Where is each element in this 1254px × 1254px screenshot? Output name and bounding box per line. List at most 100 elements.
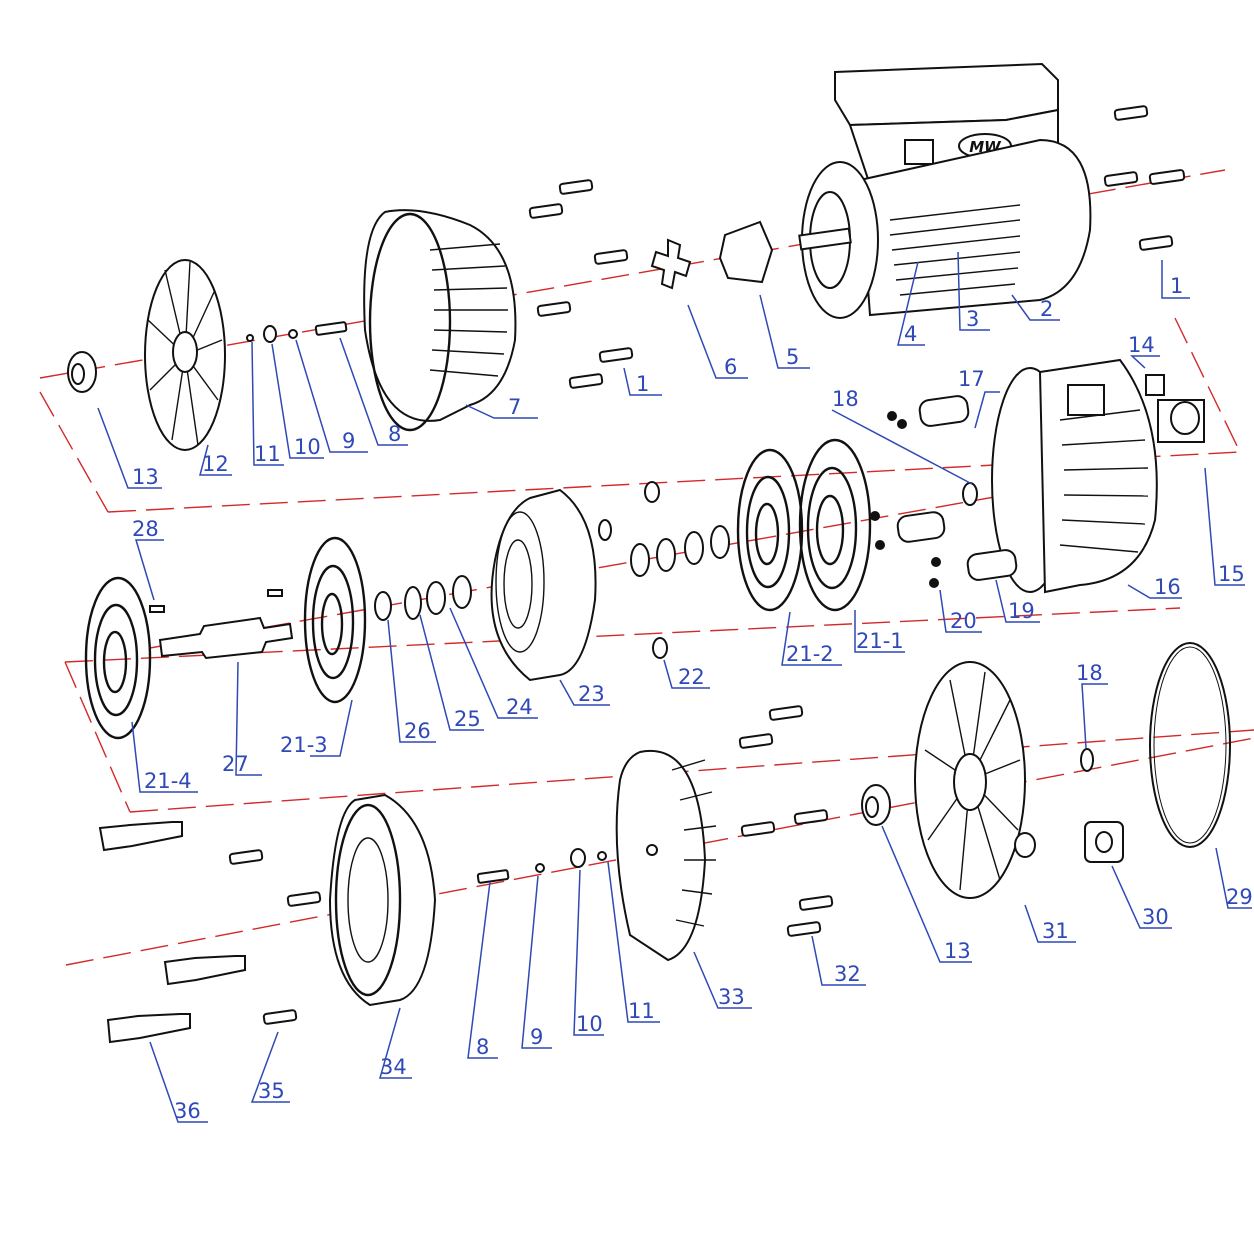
screw <box>1103 171 1139 187</box>
label-9-upper: 9 <box>342 429 355 453</box>
front-cover-34 <box>328 793 437 1007</box>
screw <box>528 203 564 219</box>
studs-36 <box>98 821 246 1044</box>
label-31: 31 <box>1042 919 1069 943</box>
label-2: 2 <box>1040 297 1053 321</box>
plug-14 <box>1145 374 1165 396</box>
label-27: 27 <box>222 752 249 776</box>
label-11-lower: 11 <box>628 999 655 1023</box>
label-21-3: 21-3 <box>280 733 328 757</box>
ring <box>598 519 612 541</box>
label-22: 22 <box>678 665 705 689</box>
screw <box>262 1009 298 1025</box>
ring <box>652 637 668 659</box>
ring <box>630 543 650 577</box>
label-14: 14 <box>1128 333 1155 357</box>
washer-9 <box>535 863 545 873</box>
boundary-middle-bottom <box>129 729 1254 813</box>
spring-19a <box>896 511 946 543</box>
key-28 <box>267 589 283 597</box>
eccentric-shaft-27 <box>158 616 294 660</box>
rings-22 <box>598 481 730 659</box>
lower-hardware <box>476 848 607 884</box>
orbiting-scroll-wrap <box>495 511 545 653</box>
screw <box>228 849 264 865</box>
scroll-plate-21-1 <box>798 438 872 612</box>
o-ring <box>1149 642 1231 848</box>
bearing-inner <box>71 363 85 385</box>
reducer-housing <box>991 358 1158 594</box>
motor-shaft <box>798 227 852 251</box>
ring-18-lower <box>1080 748 1094 772</box>
rear-cover-31 <box>914 661 1036 899</box>
label-1-adapter-screws: 1 <box>636 372 649 396</box>
label-26: 26 <box>404 719 431 743</box>
bearing-inner <box>865 796 879 818</box>
impeller-disc <box>615 749 707 962</box>
stud <box>98 821 183 852</box>
ring-25 <box>426 581 446 615</box>
screw <box>738 733 774 749</box>
motor-body: MW <box>798 62 1092 319</box>
label-24: 24 <box>506 695 533 719</box>
label-8-lower: 8 <box>476 1035 489 1059</box>
label-36: 36 <box>174 1099 201 1123</box>
label-9-lower: 9 <box>530 1025 543 1049</box>
coupling-hub <box>718 220 774 284</box>
label-4: 4 <box>904 322 917 346</box>
label-18-upper: 18 <box>832 387 859 411</box>
leader-lines <box>97 251 1252 1123</box>
motor-fins <box>889 204 1021 296</box>
washer-10 <box>570 848 586 868</box>
washer-11 <box>597 851 607 861</box>
terminal-box-plug <box>904 139 934 165</box>
pin-20 <box>929 578 939 588</box>
bearing-upper <box>67 351 97 393</box>
label-32: 32 <box>834 962 861 986</box>
screw <box>286 891 322 907</box>
rear-cover-port <box>1014 832 1036 858</box>
washer-9 <box>288 329 298 339</box>
pin <box>887 411 897 421</box>
spring-17 <box>918 395 970 427</box>
label-35: 35 <box>258 1079 285 1103</box>
label-21-1: 21-1 <box>856 629 904 653</box>
motor-frame <box>858 138 1092 317</box>
pin <box>870 511 880 521</box>
pin <box>897 419 907 429</box>
screw <box>536 301 572 317</box>
label-10-lower: 10 <box>576 1012 603 1036</box>
stud <box>106 1013 191 1044</box>
orbiting-scroll-23 <box>490 488 597 682</box>
scroll-plate-21-4 <box>84 576 152 740</box>
screw <box>793 809 829 825</box>
flange-port-bore <box>1170 401 1200 435</box>
housing-body <box>1038 358 1158 594</box>
label-21-2: 21-2 <box>786 642 834 666</box>
jaw-coupling-hub <box>718 220 774 284</box>
hose-fitting-bore <box>1095 831 1113 853</box>
axis-lower <box>65 737 1254 966</box>
impeller-hub <box>646 844 658 856</box>
ring-18 <box>962 482 978 506</box>
impeller-vanes <box>671 759 717 927</box>
pin <box>875 540 885 550</box>
housing-fittings <box>1145 374 1205 443</box>
bearing-lower <box>861 748 1094 826</box>
orbiting-scroll-wrap-inner <box>503 539 533 629</box>
label-7: 7 <box>508 395 521 419</box>
screws-35 <box>228 849 322 1025</box>
label-11-upper: 11 <box>254 442 281 466</box>
label-17: 17 <box>958 367 985 391</box>
label-33: 33 <box>718 985 745 1009</box>
shaft-assembly <box>149 589 294 660</box>
screw <box>1148 169 1186 185</box>
label-16: 16 <box>1154 575 1181 599</box>
adapter-cover-shell <box>363 209 517 422</box>
rings-24-26 <box>374 575 472 621</box>
screw <box>568 373 604 389</box>
label-23: 23 <box>578 682 605 706</box>
label-28: 28 <box>132 517 159 541</box>
